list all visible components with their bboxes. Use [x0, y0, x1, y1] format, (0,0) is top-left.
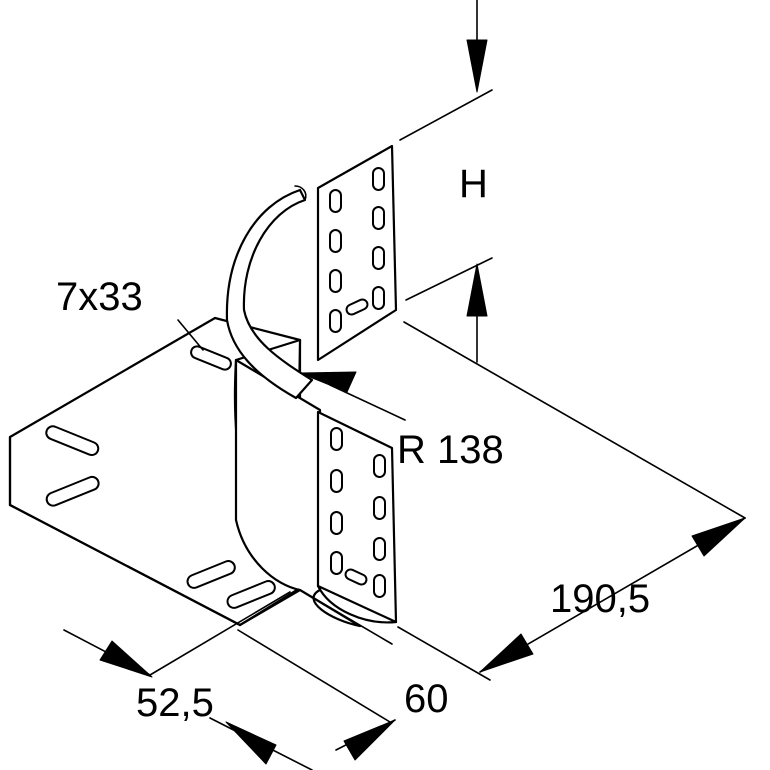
- h-arrow-top: [466, 39, 488, 93]
- width-arrow-left: [225, 721, 277, 765]
- upper-slot: [372, 286, 385, 310]
- width-arrow-right: [343, 719, 396, 761]
- upper-slot: [372, 246, 385, 270]
- h-extension-top: [399, 89, 493, 141]
- bend-rim-cap: [294, 185, 307, 201]
- upper-slot: [372, 206, 385, 230]
- lower-coupler-plate: [316, 410, 398, 624]
- tray-slot: [190, 345, 232, 371]
- length-extension-top: [403, 321, 746, 519]
- tray-slot: [186, 560, 236, 589]
- lower-slot: [330, 511, 343, 535]
- radius-arrow: [299, 371, 357, 393]
- lower-slot: [330, 551, 343, 575]
- tray-slot: [45, 475, 100, 507]
- upper-slot: [329, 309, 342, 333]
- offset-extension: [149, 591, 291, 676]
- lower-slot: [330, 469, 343, 493]
- upper-coupler-plate: [316, 144, 398, 362]
- lower-slot: [373, 537, 386, 561]
- upper-slot: [329, 229, 342, 253]
- lower-slot: [373, 454, 386, 478]
- slot-size-callout: 7x33: [56, 275, 204, 351]
- lower-slot: [330, 427, 343, 451]
- base-tray: [8, 316, 302, 627]
- offset-label: 52,5: [136, 681, 214, 725]
- width-dimension: 60: [209, 589, 449, 770]
- lower-slot: [344, 568, 368, 586]
- lower-plate-curve: [316, 584, 398, 624]
- upper-slot: [345, 298, 369, 316]
- upper-slot: [372, 167, 385, 191]
- length-label: 190,5: [550, 577, 650, 621]
- slot-size-label: 7x33: [56, 275, 143, 319]
- lower-slot: [373, 496, 386, 520]
- curved-bend: [225, 185, 362, 628]
- slot-leader: [177, 319, 204, 351]
- width-extension-right: [299, 589, 393, 645]
- radius-label: R 138: [397, 428, 504, 472]
- tray-slot: [226, 580, 276, 609]
- width-extension-left: [237, 629, 391, 723]
- length-arrow-bottom: [479, 633, 534, 673]
- radius-callout: R 138: [299, 371, 504, 472]
- tray-right-edge: [238, 586, 302, 627]
- lower-slot: [373, 574, 386, 598]
- tray-slot: [45, 425, 100, 457]
- width-label: 60: [404, 677, 449, 721]
- offset-dimension: 52,5: [63, 591, 291, 725]
- length-dimension: 190,5: [397, 321, 746, 681]
- height-dimension: H: [399, 0, 493, 363]
- length-extension-bottom: [397, 626, 491, 681]
- radius-leader: [329, 384, 406, 421]
- offset-arrow: [99, 640, 153, 678]
- tray-bottom-edge: [8, 503, 242, 627]
- h-arrow-bottom: [466, 263, 488, 317]
- upper-slot: [329, 189, 342, 213]
- length-arrow-top: [691, 517, 746, 557]
- height-label: H: [459, 162, 488, 206]
- bend-rim: [225, 188, 314, 400]
- upper-slot: [329, 269, 342, 293]
